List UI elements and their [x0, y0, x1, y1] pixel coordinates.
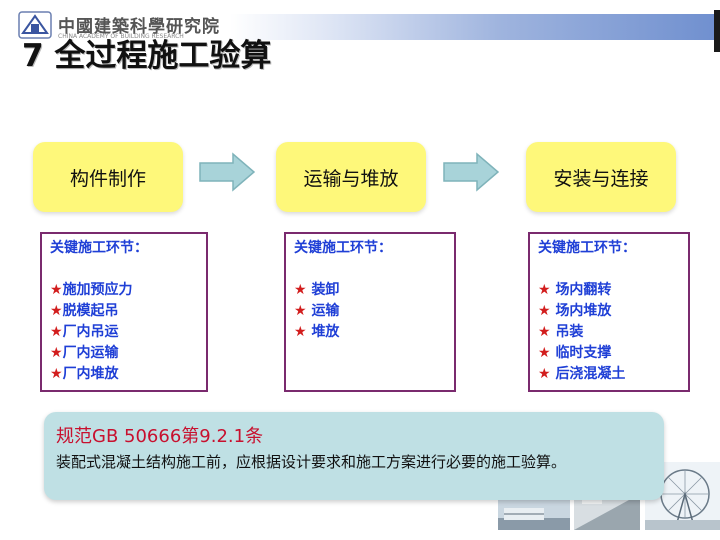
right-arrow-icon — [443, 152, 499, 192]
detail-item: ★施加预应力 — [50, 282, 133, 298]
building-photo-icon — [498, 500, 570, 530]
detail-item: ★ 场内翻转 — [538, 282, 612, 298]
stage-label: 构件制作 — [69, 167, 146, 190]
star-icon: ★ — [538, 282, 551, 298]
note-title: 规范GB 50666第9.2.1条 — [56, 426, 264, 447]
note-body: 装配式混凝土结构施工前，应根据设计要求和施工方案进行必要的施工验算。 — [56, 453, 567, 471]
detail-item: ★ 临时支撑 — [538, 345, 612, 361]
star-icon: ★ — [50, 282, 63, 298]
detail-box-transport: 关键施工环节： ★ 装卸 ★ 运输 ★ 堆放 — [284, 232, 456, 392]
detail-item: ★厂内堆放 — [50, 366, 119, 382]
detail-item: ★ 后浇混凝土 — [538, 366, 626, 382]
stage-label: 运输与堆放 — [303, 167, 399, 190]
star-icon: ★ — [294, 282, 307, 298]
detail-item: ★脱模起吊 — [50, 303, 119, 319]
header-gradient-bar — [230, 14, 720, 40]
star-icon: ★ — [50, 345, 63, 361]
detail-header: 关键施工环节： — [294, 240, 392, 256]
stage-box-installation: 安装与连接 — [526, 142, 676, 212]
star-icon: ★ — [294, 324, 307, 340]
detail-item: ★厂内吊运 — [50, 324, 119, 340]
stage-box-transport: 运输与堆放 — [276, 142, 426, 212]
detail-item: ★ 场内堆放 — [538, 303, 612, 319]
header-edge-bar — [714, 10, 720, 52]
stage-box-fabrication: 构件制作 — [33, 142, 183, 212]
star-icon: ★ — [50, 303, 63, 319]
right-arrow-icon — [199, 152, 255, 192]
detail-box-installation: 关键施工环节： ★ 场内翻转 ★ 场内堆放 ★ 吊装 ★ 临时支撑 ★ 后浇混凝… — [528, 232, 690, 392]
org-subtitle: CHINA ACADEMY OF BUILDING RESEARCH — [58, 33, 184, 40]
org-name: 中國建築科學研究院 — [58, 17, 220, 37]
detail-header: 关键施工环节： — [538, 240, 636, 256]
detail-item: ★ 吊装 — [538, 324, 584, 340]
detail-item: ★厂内运输 — [50, 345, 119, 361]
star-icon: ★ — [50, 366, 63, 382]
detail-item: ★ 堆放 — [294, 324, 340, 340]
stage-label: 安装与连接 — [553, 167, 649, 190]
star-icon: ★ — [294, 303, 307, 319]
detail-box-fabrication: 关键施工环节： ★施加预应力 ★脱模起吊 ★厂内吊运 ★厂内运输 ★厂内堆放 — [40, 232, 208, 392]
star-icon: ★ — [538, 303, 551, 319]
detail-item: ★ 装卸 — [294, 282, 340, 298]
star-icon: ★ — [50, 324, 63, 340]
star-icon: ★ — [538, 324, 551, 340]
slide-title: 7 全过程施工验算 — [22, 38, 272, 74]
star-icon: ★ — [538, 366, 551, 382]
detail-header: 关键施工环节： — [50, 240, 148, 256]
standard-note-box: 规范GB 50666第9.2.1条 装配式混凝土结构施工前，应根据设计要求和施工… — [44, 412, 664, 500]
star-icon: ★ — [538, 345, 551, 361]
cabr-logo-icon — [18, 11, 52, 39]
detail-item: ★ 运输 — [294, 303, 340, 319]
